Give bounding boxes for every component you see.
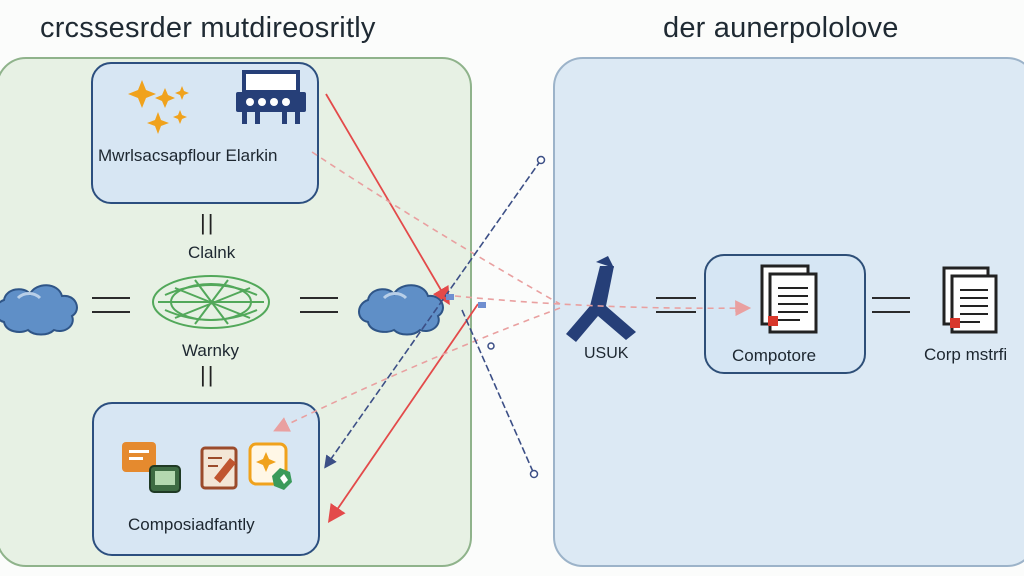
link-connector bbox=[656, 297, 910, 313]
edit-document-icon bbox=[200, 446, 238, 490]
chat-window-icon bbox=[122, 442, 181, 493]
document-icon bbox=[760, 264, 818, 334]
upper-link-label: Clalnk bbox=[188, 243, 236, 262]
cloud-icon bbox=[358, 284, 444, 336]
vertical-link-connector: || bbox=[200, 362, 216, 387]
output-label: Corp mstrfi bbox=[924, 345, 1008, 364]
compotore-label: Compotore bbox=[732, 346, 817, 365]
bottom-box-label: Composiadfantly bbox=[128, 515, 255, 534]
cloud-icon bbox=[0, 284, 78, 336]
sparkle-badge-icon bbox=[248, 442, 292, 490]
vertical-link-connector: || bbox=[200, 210, 216, 235]
right-section-title: der aunerpololove bbox=[663, 12, 899, 44]
top-box-label: Mwrlsacsapflour Elarkin bbox=[98, 146, 278, 165]
link-connector bbox=[92, 297, 338, 313]
hub-label: Warnky bbox=[182, 341, 239, 360]
entry-label: USUK bbox=[584, 345, 629, 362]
split-arrow-icon bbox=[566, 256, 636, 342]
sparkle-icon bbox=[128, 80, 189, 134]
document-icon bbox=[942, 266, 998, 334]
network-hub-icon bbox=[152, 275, 270, 329]
cross-connections bbox=[273, 93, 752, 523]
server-rack-icon bbox=[236, 70, 306, 124]
left-section-title: crcssesrder mutdireosritly bbox=[40, 12, 376, 44]
